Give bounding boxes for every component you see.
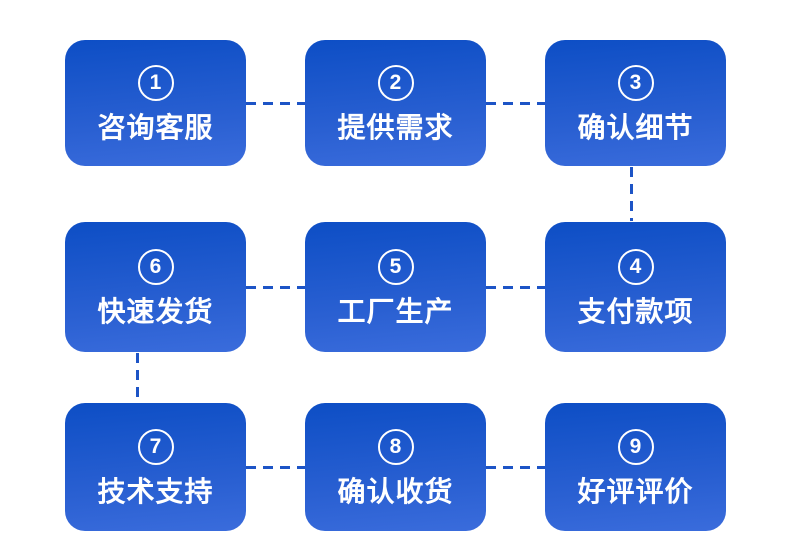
- step-number-badge: 9: [617, 428, 654, 465]
- step-number-badge: 5: [377, 248, 414, 285]
- connector-step2-step3: [486, 102, 545, 105]
- step-box-4: 4 支付款项: [545, 222, 726, 352]
- step-number: 2: [389, 71, 402, 94]
- step-label: 确认细节: [577, 111, 694, 143]
- step-box-8: 8 确认收货: [305, 403, 486, 531]
- step-number: 4: [629, 255, 642, 278]
- step-number: 9: [629, 435, 642, 458]
- step-number-badge: 4: [617, 248, 654, 285]
- step-box-3: 3 确认细节: [545, 40, 726, 166]
- step-number-badge: 2: [377, 64, 414, 101]
- connector-step7-step8: [246, 466, 305, 469]
- step-label: 快速发货: [97, 295, 214, 327]
- step-label: 提供需求: [337, 111, 454, 143]
- step-number: 3: [629, 71, 642, 94]
- step-label: 技术支持: [97, 475, 214, 507]
- connector-step5-step6: [246, 286, 305, 289]
- step-number-badge: 7: [137, 428, 174, 465]
- step-box-1: 1 咨询客服: [65, 40, 246, 166]
- connector-step4-step5: [486, 286, 545, 289]
- step-label: 咨询客服: [97, 111, 214, 143]
- connector-step8-step9: [486, 466, 545, 469]
- step-number: 7: [149, 435, 162, 458]
- connector-step3-step4: [630, 167, 633, 221]
- step-label: 好评评价: [577, 475, 694, 507]
- step-label: 工厂生产: [337, 295, 454, 327]
- step-number: 1: [149, 71, 162, 94]
- step-box-6: 6 快速发货: [65, 222, 246, 352]
- step-box-7: 7 技术支持: [65, 403, 246, 531]
- step-box-9: 9 好评评价: [545, 403, 726, 531]
- step-number: 5: [389, 255, 402, 278]
- step-number: 8: [389, 435, 402, 458]
- step-number: 6: [149, 255, 162, 278]
- step-number-badge: 8: [377, 428, 414, 465]
- step-number-badge: 3: [617, 64, 654, 101]
- step-number-badge: 6: [137, 248, 174, 285]
- step-label: 支付款项: [577, 295, 694, 327]
- step-box-5: 5 工厂生产: [305, 222, 486, 352]
- step-number-badge: 1: [137, 64, 174, 101]
- step-label: 确认收货: [337, 475, 454, 507]
- connector-step6-step7: [136, 353, 139, 402]
- connector-step1-step2: [246, 102, 305, 105]
- step-box-2: 2 提供需求: [305, 40, 486, 166]
